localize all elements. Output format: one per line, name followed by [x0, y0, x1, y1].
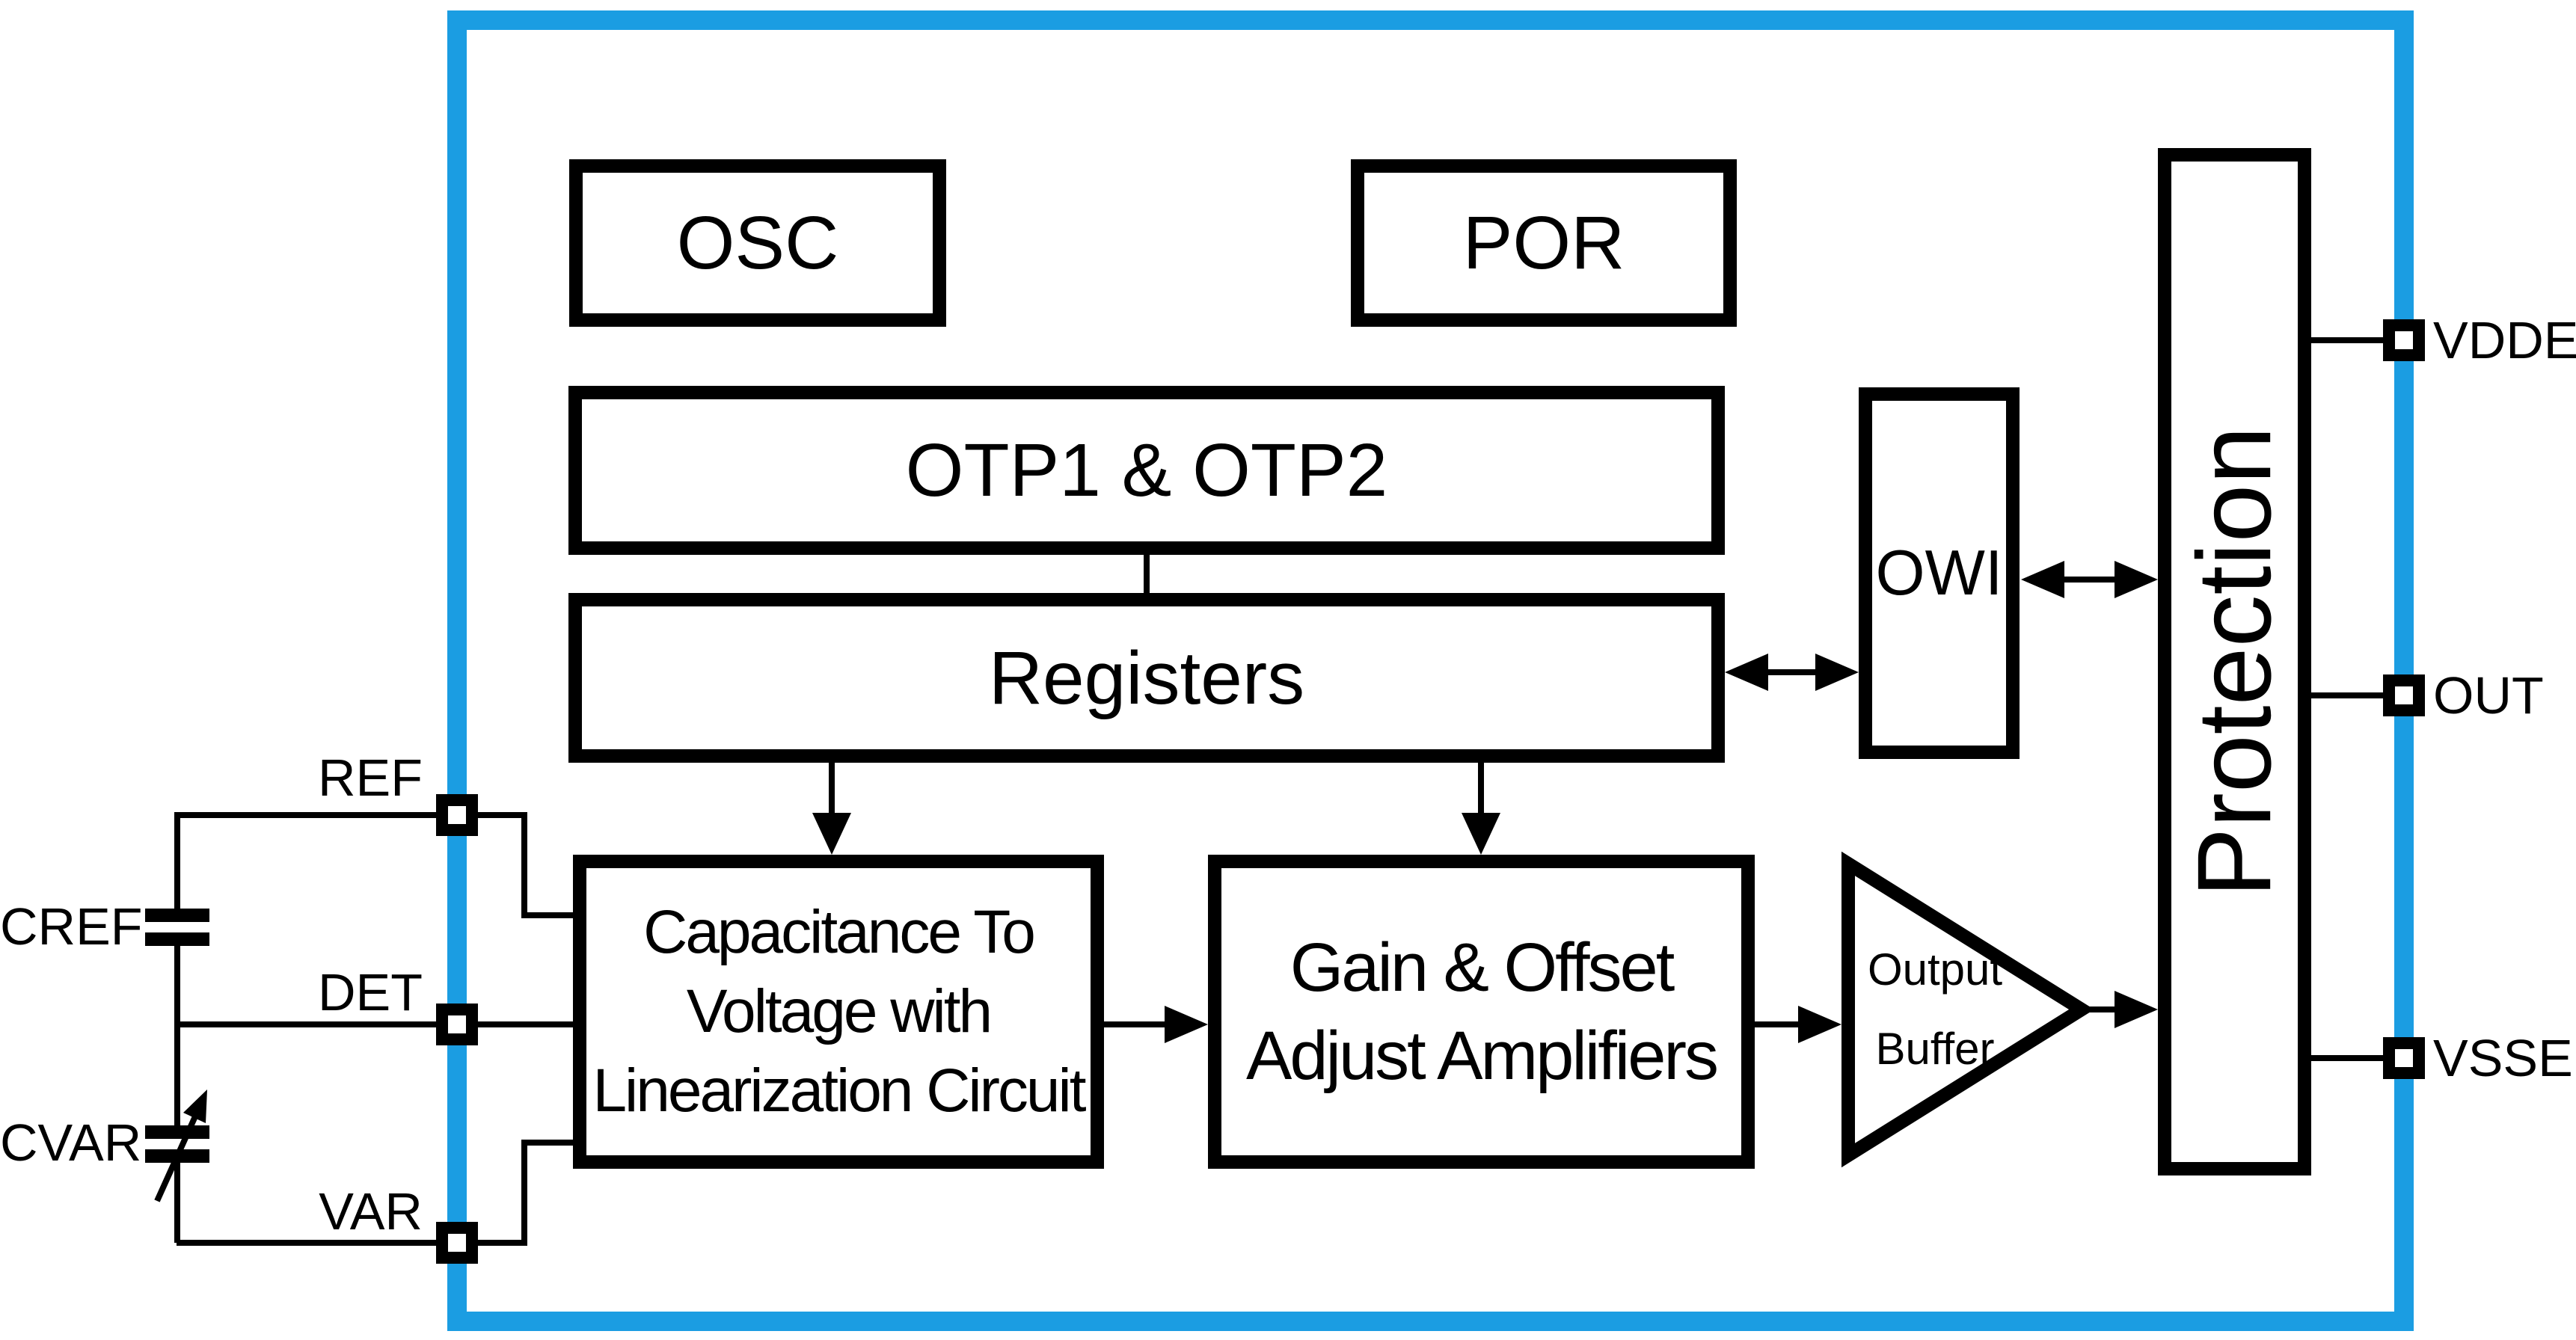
cvar-capacitor-plate-top: [145, 1125, 209, 1139]
pin-vdde: [2383, 319, 2425, 361]
block-registers: Registers: [568, 593, 1725, 763]
wire-var-into-block: [521, 1140, 579, 1146]
output-buffer-line2: Buffer: [1875, 1024, 1995, 1074]
pin-label-out: OUT: [2433, 666, 2544, 725]
wire-rail-cvar-var: [174, 1163, 180, 1243]
wire-protection-vsse: [2311, 1055, 2386, 1061]
block-protection: Protection: [2158, 148, 2311, 1175]
por-label: POR: [1462, 201, 1625, 285]
wire-buffer-protection: [2082, 1006, 2120, 1012]
wire-ref-horizontal: [177, 812, 527, 818]
wire-ref-into-block: [521, 912, 579, 918]
pin-label-ref: REF: [318, 749, 423, 807]
wire-owi-protection: [2058, 577, 2120, 583]
block-gain-offset: Gain & Offset Adjust Amplifiers: [1208, 855, 1755, 1169]
block-cap-to-voltage: Capacitance To Voltage with Linearizatio…: [573, 855, 1104, 1169]
wire-ref-vertical: [521, 812, 527, 918]
cap-to-voltage-line2: Voltage with: [686, 977, 993, 1045]
block-otp: OTP1 & OTP2: [568, 386, 1725, 555]
arrowhead-registers-owi-right: [1815, 654, 1859, 691]
cref-capacitor-plate-bottom: [145, 932, 209, 946]
wire-protection-vdde: [2311, 337, 2386, 343]
wire-rail-ref-cref: [174, 812, 180, 909]
wire-registers-gain: [1478, 763, 1484, 817]
cref-label: CREF: [0, 897, 143, 956]
cap-to-voltage-line3: Linearization Circuit: [592, 1057, 1086, 1125]
cvar-variable-arrow-head: [183, 1089, 207, 1123]
osc-label: OSC: [676, 201, 839, 285]
chip-boundary: [447, 10, 2414, 1331]
arrowhead-registers-gain: [1462, 813, 1500, 855]
pin-out: [2383, 674, 2425, 716]
arrowhead-registers-owi-left: [1725, 654, 1768, 691]
wire-rail-cref-det: [174, 946, 180, 1024]
pin-label-det: DET: [318, 963, 423, 1021]
arrowhead-owi-protection-right: [2115, 561, 2158, 598]
cvar-capacitor-plate-bottom: [145, 1149, 209, 1163]
otp-label: OTP1 & OTP2: [905, 428, 1388, 512]
wire-registers-owi: [1764, 669, 1822, 675]
protection-label: Protection: [2175, 425, 2293, 898]
arrowhead-owi-protection-left: [2021, 561, 2064, 598]
block-owi: OWI: [1859, 387, 2020, 759]
wire-var-horizontal: [177, 1240, 527, 1246]
owi-label: OWI: [1875, 537, 2003, 609]
wire-captovoltage-gain: [1104, 1021, 1173, 1027]
wire-rail-det-cvar: [174, 1021, 180, 1125]
arrowhead-buffer-protection: [2115, 991, 2158, 1028]
gain-offset-line1: Gain & Offset: [1289, 929, 1675, 1006]
pin-label-var: VAR: [319, 1182, 423, 1241]
arrowhead-captovoltage-gain: [1165, 1006, 1208, 1043]
gain-offset-label: Gain & Offset Adjust Amplifiers: [1245, 923, 1719, 1100]
cap-to-voltage-line1: Capacitance To: [643, 898, 1036, 966]
wire-registers-captovoltage: [829, 763, 835, 817]
arrowhead-registers-captovoltage: [812, 813, 851, 855]
output-buffer-line1: Output: [1867, 944, 2003, 995]
cref-capacitor-plate-top: [145, 909, 209, 922]
gain-offset-line2: Adjust Amplifiers: [1245, 1018, 1719, 1094]
cap-to-voltage-label: Capacitance To Voltage with Linearizatio…: [592, 893, 1086, 1131]
pin-label-vsse: VSSE: [2433, 1029, 2573, 1087]
arrowhead-gain-buffer: [1798, 1006, 1841, 1043]
pin-label-vdde: VDDE: [2433, 311, 2576, 369]
wire-det-horizontal: [177, 1021, 579, 1027]
pin-var: [436, 1222, 478, 1264]
pin-ref: [436, 794, 478, 836]
wire-var-vertical: [521, 1140, 527, 1246]
pin-det: [436, 1004, 478, 1045]
block-osc: OSC: [569, 159, 946, 327]
wire-otp-registers: [1144, 555, 1150, 593]
pin-vsse: [2383, 1037, 2425, 1079]
block-por: POR: [1351, 159, 1737, 327]
wire-protection-out: [2311, 692, 2386, 698]
wire-gain-buffer: [1755, 1021, 1804, 1027]
cvar-label: CVAR: [0, 1113, 142, 1172]
registers-label: Registers: [988, 636, 1305, 720]
